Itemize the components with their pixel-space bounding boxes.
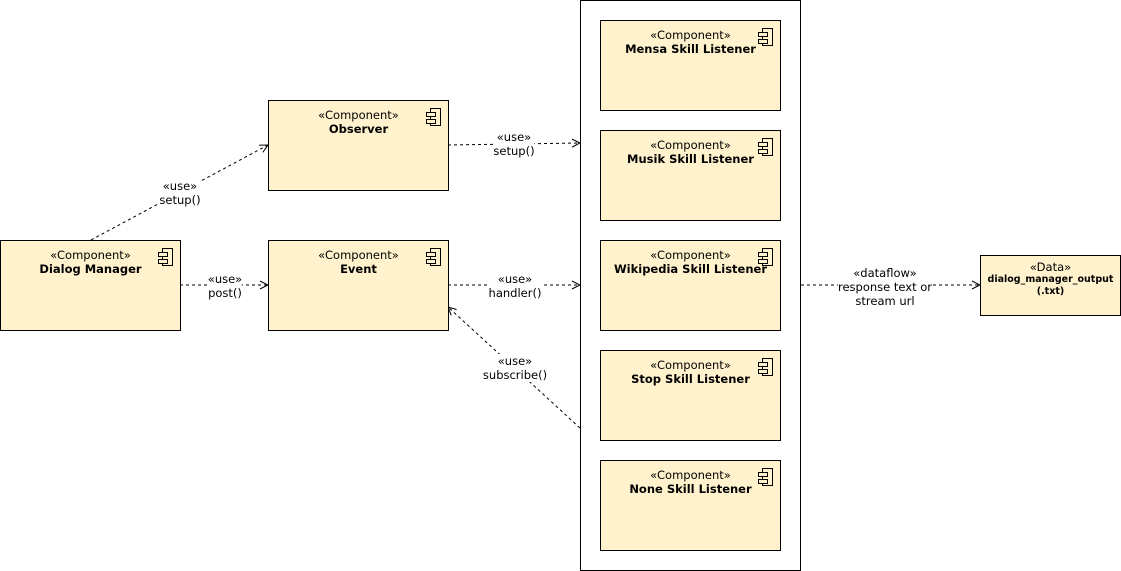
component-icon	[758, 358, 773, 376]
none-skill-listener-component[interactable]: «Component» None Skill Listener	[600, 460, 781, 551]
edge-operation: setup()	[493, 144, 535, 158]
component-stereotype: «Component»	[318, 108, 399, 122]
component-stereotype: «Component»	[650, 468, 731, 482]
edge-stereotype: «use»	[497, 272, 533, 286]
component-icon	[426, 248, 441, 266]
wikipedia-skill-listener-component[interactable]: «Component» Wikipedia Skill Listener	[600, 240, 781, 331]
edge-label-listeners-event: «use» subscribe()	[482, 354, 548, 382]
edge-label-line1: response text or	[837, 280, 933, 294]
data-name-line2: (.txt)	[1036, 286, 1065, 297]
edge-label-observer-listeners: «use» setup()	[493, 130, 535, 158]
component-stereotype: «Component»	[50, 248, 131, 262]
component-name: Event	[340, 262, 377, 276]
component-name: None Skill Listener	[629, 482, 752, 496]
component-stereotype: «Component»	[650, 248, 731, 262]
component-icon	[758, 138, 773, 156]
stop-skill-listener-component[interactable]: «Component» Stop Skill Listener	[600, 350, 781, 441]
edge-operation: post()	[208, 286, 242, 300]
component-stereotype: «Component»	[318, 248, 399, 262]
edge-operation: setup()	[159, 193, 201, 207]
edge-stereotype: «use»	[207, 272, 243, 286]
component-name: Observer	[328, 122, 389, 136]
musik-skill-listener-component[interactable]: «Component» Musik Skill Listener	[600, 130, 781, 221]
dialog-manager-component[interactable]: «Component» Dialog Manager	[0, 240, 181, 331]
component-name: Musik Skill Listener	[627, 152, 754, 166]
edge-label-listeners-data: «dataflow» response text or stream url	[837, 266, 933, 308]
component-stereotype: «Component»	[650, 28, 731, 42]
component-stereotype: «Component»	[650, 138, 731, 152]
component-icon	[158, 248, 173, 266]
component-name: Mensa Skill Listener	[625, 42, 756, 56]
component-icon	[426, 108, 441, 126]
edge-label-line2: stream url	[855, 294, 915, 308]
observer-component[interactable]: «Component» Observer	[268, 100, 449, 191]
component-icon	[758, 28, 773, 46]
edge-stereotype: «dataflow»	[853, 266, 917, 280]
edge-operation: handler()	[488, 286, 542, 300]
edge-operation: subscribe()	[482, 368, 548, 382]
edge-stereotype: «use»	[162, 179, 198, 193]
component-name: Wikipedia Skill Listener	[613, 262, 767, 276]
component-icon	[758, 248, 773, 266]
data-stereotype: «Data»	[1029, 260, 1072, 274]
edge-label-event-listeners: «use» handler()	[488, 272, 542, 300]
mensa-skill-listener-component[interactable]: «Component» Mensa Skill Listener	[600, 20, 781, 111]
edge-stereotype: «use»	[496, 130, 532, 144]
edge-label-dm-observer: «use» setup()	[159, 179, 201, 207]
data-name-line1: dialog_manager_output	[987, 274, 1114, 285]
component-stereotype: «Component»	[650, 358, 731, 372]
component-name: Stop Skill Listener	[631, 372, 750, 386]
component-name: Dialog Manager	[39, 262, 142, 276]
component-icon	[758, 468, 773, 486]
edge-label-dm-event: «use» post()	[207, 272, 243, 300]
event-component[interactable]: «Component» Event	[268, 240, 449, 331]
dialog-manager-output-data[interactable]: «Data» dialog_manager_output (.txt)	[980, 255, 1121, 316]
edge-stereotype: «use»	[497, 354, 533, 368]
